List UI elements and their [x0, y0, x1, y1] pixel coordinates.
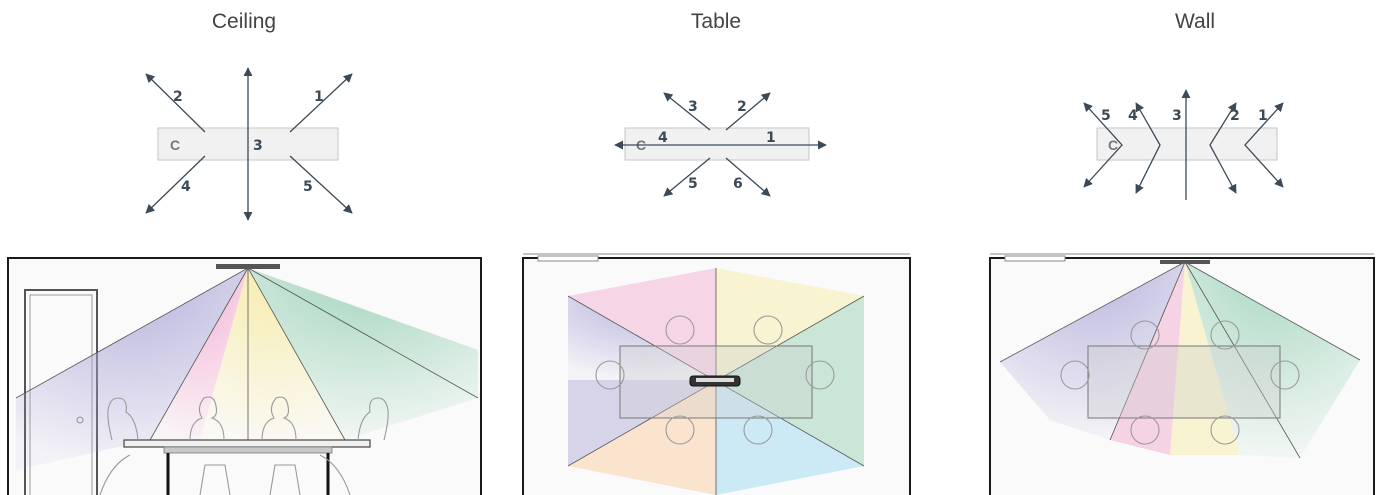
zone-label: 2: [1230, 108, 1240, 124]
ceiling-device-diagram: C 1 2 3 4 5: [145, 67, 353, 221]
person-topview: [665, 315, 695, 345]
zone-beam: [16, 268, 248, 470]
wall-room-illustration: [989, 253, 1375, 495]
wall-device-diagram: C 1 2 3 4 5: [1083, 89, 1284, 200]
person-silhouette: [357, 397, 389, 441]
zone-label: 3: [1172, 108, 1182, 124]
zone-beam: [716, 296, 864, 466]
logo-icon: C: [170, 137, 180, 153]
person-topview: [1210, 415, 1240, 445]
person-silhouette: [189, 396, 225, 441]
person-topview: [743, 415, 773, 445]
title-ceiling: Ceiling: [211, 10, 277, 33]
person-silhouette: [107, 397, 139, 441]
person-topview: [1130, 415, 1160, 445]
zone-label: 5: [303, 179, 313, 195]
person-topview: [1060, 360, 1090, 390]
table-device-diagram: C 1 2 3 4 5 6: [614, 92, 827, 197]
person-topview: [665, 415, 695, 445]
zone-label: 1: [314, 89, 324, 105]
zone-label: 2: [173, 89, 183, 105]
zone-label: 3: [688, 99, 698, 115]
table-room-illustration: [522, 253, 911, 495]
zone-beam: [200, 268, 345, 440]
table-device-bar: [624, 127, 810, 161]
zone-beam: [1000, 262, 1185, 440]
ceiling-device: [216, 264, 280, 269]
zone-label: 3: [253, 138, 263, 154]
zone-label: 5: [1101, 108, 1111, 124]
meeting-table: [123, 439, 371, 448]
person-topview: [1210, 320, 1240, 350]
person-topview: [595, 360, 625, 390]
zone-beam: [1185, 262, 1360, 458]
zone-beam: [248, 268, 478, 440]
zone-label: 6: [733, 176, 743, 192]
zone-label: 4: [658, 130, 668, 146]
person-topview: [753, 315, 783, 345]
ceiling-room-illustration: [7, 257, 482, 495]
zone-beam: [716, 380, 864, 495]
person-silhouette: [261, 396, 297, 441]
zone-label: 4: [181, 179, 191, 195]
zone-label: 1: [766, 130, 776, 146]
zone-label: 4: [1128, 108, 1138, 124]
zone-label: 1: [1258, 108, 1268, 124]
title-wall: Wall: [1174, 10, 1216, 33]
title-table: Table: [690, 10, 742, 33]
person-topview: [1130, 320, 1160, 350]
wall-device-bar: [1096, 127, 1278, 161]
zone-beam: [716, 268, 864, 380]
zone-label: 2: [737, 99, 747, 115]
zone-beam: [1170, 262, 1240, 455]
zone-beam: [568, 268, 716, 380]
zone-label: 5: [688, 176, 698, 192]
zone-beam: [568, 380, 716, 495]
person-topview: [1270, 360, 1300, 390]
person-topview: [805, 360, 835, 390]
zone-beam: [1110, 262, 1185, 455]
logo-icon: C: [1108, 137, 1118, 153]
meeting-table: [1087, 345, 1281, 419]
